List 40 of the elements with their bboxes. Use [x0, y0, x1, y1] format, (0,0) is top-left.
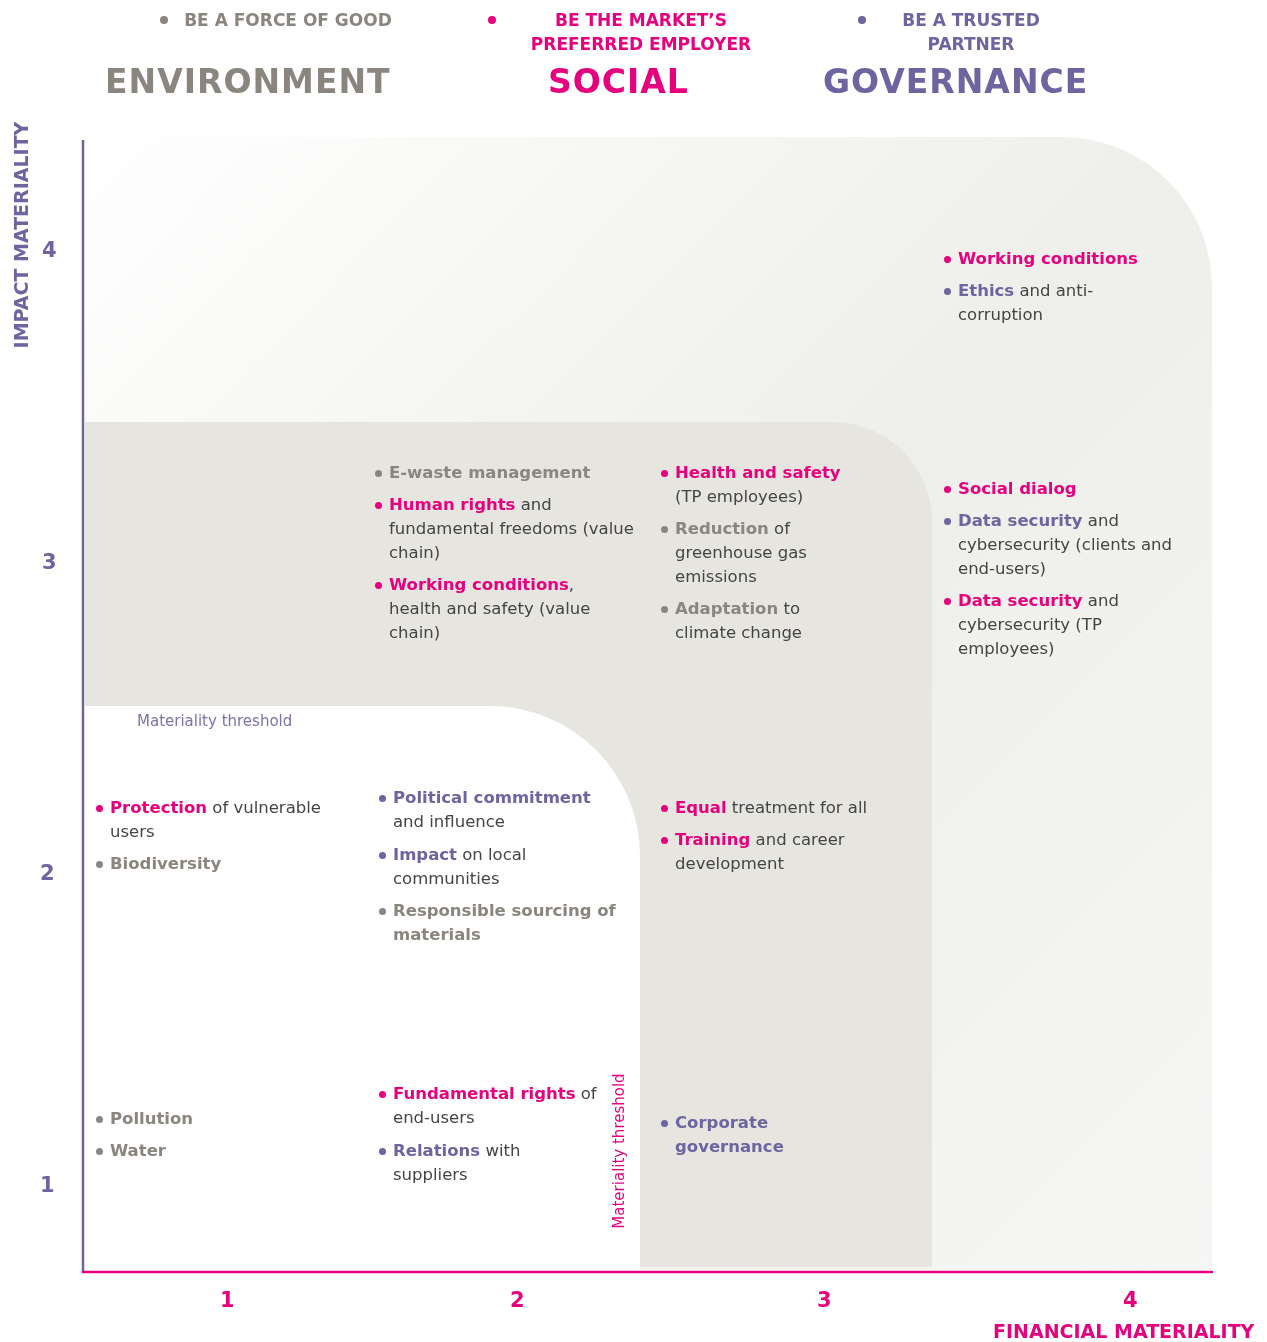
axis-tick: 1 — [40, 1173, 55, 1197]
axis-title: IMPACT MATERIALITY — [10, 121, 32, 349]
material-topic: Adaptation to climate change — [660, 597, 860, 645]
material-topic: Relations with suppliers — [378, 1139, 543, 1187]
material-topic: Equal treatment for all — [660, 796, 915, 820]
axis-title: FINANCIAL MATERIALITY — [993, 1320, 1255, 1342]
axis-tick: 1 — [220, 1288, 235, 1312]
material-topic: Working conditions, health and safety (value chain) — [374, 573, 619, 645]
material-topic: E-waste management — [374, 461, 649, 485]
pillar-heading: ENVIRONMENT — [105, 62, 391, 101]
pillar-tagline: BE A TRUSTED PARTNER — [901, 9, 1041, 56]
material-topic: Protection of vulnerable users — [95, 796, 365, 844]
pillar-heading: GOVERNANCE — [823, 62, 1089, 101]
axis-tick: 3 — [817, 1288, 832, 1312]
material-topic: Impact on local communities — [378, 843, 568, 891]
material-topic: Data security and cybersecurity (clients and end-users) — [943, 509, 1213, 581]
threshold-label: Materiality threshold — [610, 1073, 628, 1229]
material-topic: Responsible sourcing of materials — [378, 899, 628, 947]
material-topic: Social dialog — [943, 477, 1218, 501]
axis-tick: 2 — [510, 1288, 525, 1312]
axis-tick: 4 — [1123, 1288, 1138, 1312]
pillar-tagline: BE THE MARKET’S PREFERRED EMPLOYER — [529, 9, 753, 56]
material-topic: Human rights and fundamental freedoms (value chain) — [374, 493, 659, 565]
material-topic: Working conditions — [943, 247, 1228, 271]
threshold-label: Materiality threshold — [137, 712, 293, 730]
material-topic: Reduction of greenhouse gas emissions — [660, 517, 840, 589]
axis-tick: 4 — [42, 238, 57, 262]
material-topic: Water — [95, 1139, 260, 1163]
material-topic: Biodiversity — [95, 852, 310, 876]
material-topic: Corporate governance — [660, 1111, 825, 1159]
pillar-heading: SOCIAL — [548, 62, 689, 101]
material-topic: Health and safety (TP employees) — [660, 461, 855, 509]
material-topic: Ethics and anti-corruption — [943, 279, 1158, 327]
material-topic: Political commitment and influence — [378, 786, 618, 834]
pillar-tagline: BE A FORCE OF GOOD — [183, 9, 393, 32]
material-topic: Pollution — [95, 1107, 260, 1131]
material-topic: Training and career development — [660, 828, 890, 876]
axis-tick: 2 — [40, 861, 55, 885]
axis-tick: 3 — [42, 550, 57, 574]
material-topic: Data security and cybersecurity (TP employees) — [943, 589, 1143, 661]
